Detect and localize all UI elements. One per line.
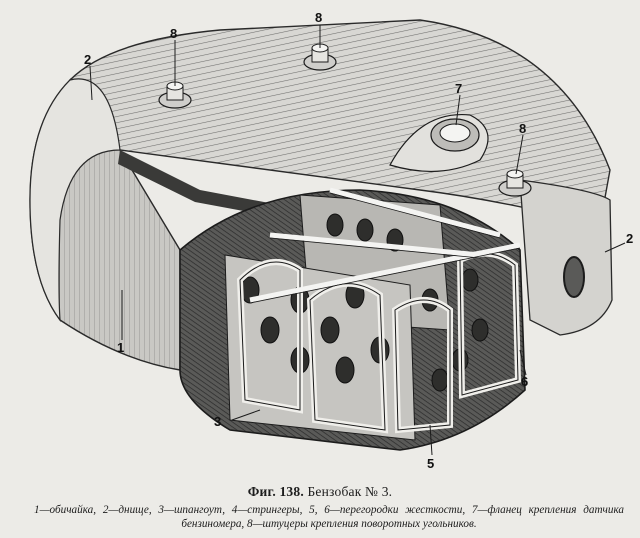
callout-1: 1	[117, 340, 124, 355]
lightening-holes	[240, 213, 489, 392]
callout-8-right: 8	[519, 121, 526, 136]
callout-8-left: 8	[170, 26, 177, 41]
figure-title: Бензобак № 3.	[307, 484, 393, 499]
figure-label: Фиг. 138.	[247, 484, 304, 499]
figure-caption: Фиг. 138. Бензобак № 3.	[0, 484, 640, 500]
gauge-flange	[389, 113, 489, 172]
stringer-edges	[249, 192, 521, 304]
callout-8-center: 8	[315, 10, 322, 25]
tank-bottom-left	[29, 78, 121, 322]
leader-lines	[89, 25, 626, 456]
fuel-tank-illustration: 8 8 8 7 2 2 1 3 5 6	[29, 10, 633, 471]
side-port	[563, 256, 585, 298]
callout-6: 6	[521, 374, 528, 389]
callout-2-right: 2	[626, 231, 633, 246]
fitting-right	[498, 169, 532, 197]
cutaway-interior	[179, 187, 526, 451]
figure-legend: 1—обичайка, 2—днище, 3—шпангоут, 4—стрин…	[34, 504, 624, 530]
tank-side-right	[519, 179, 613, 336]
callout-5: 5	[427, 456, 434, 471]
callout-2-left: 2	[84, 52, 91, 67]
partition-panel-front	[224, 254, 416, 441]
frame-edges	[239, 253, 519, 431]
stringers	[249, 187, 521, 303]
callout-7: 7	[455, 81, 462, 96]
callout-3: 3	[214, 414, 221, 429]
